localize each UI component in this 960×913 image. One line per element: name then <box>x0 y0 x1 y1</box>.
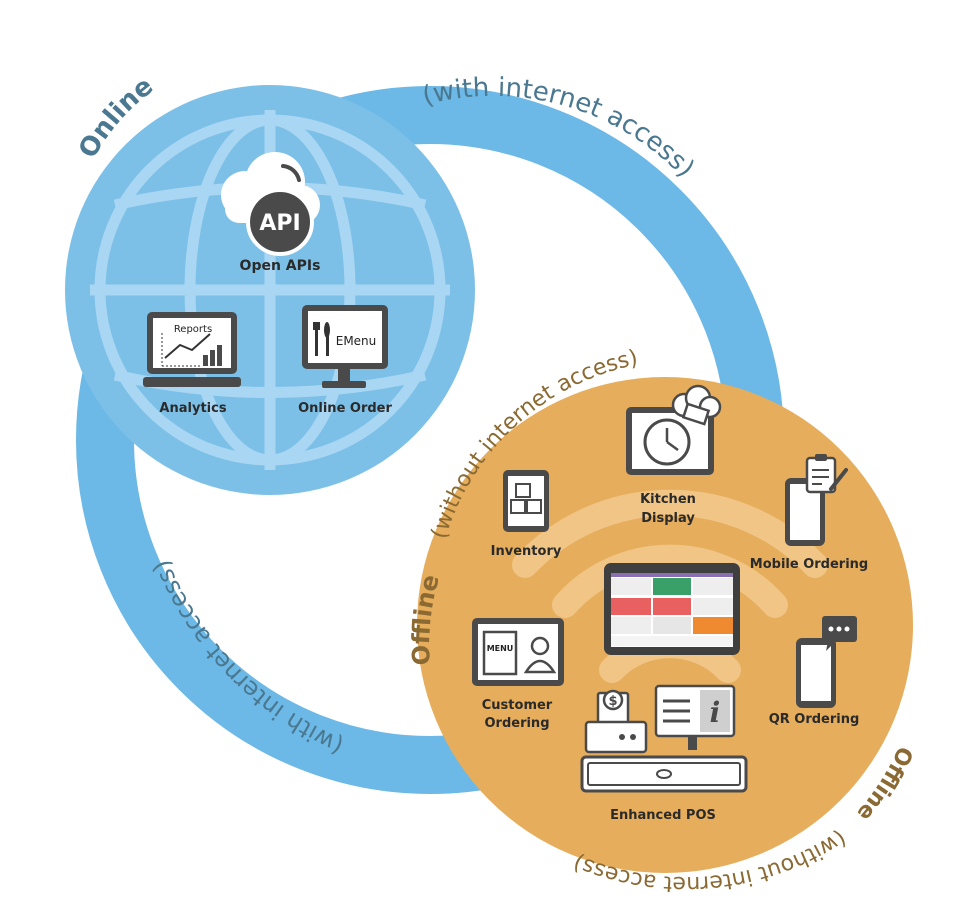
analytics-item[interactable]: Reports Analytics <box>143 312 241 416</box>
analytics-screen-text: Reports <box>174 324 212 335</box>
kitchen-timer-icon <box>626 407 714 475</box>
mobile-ordering-item[interactable]: Mobile Ordering <box>750 454 868 572</box>
inventory-label: Inventory <box>491 544 562 559</box>
laptop-chart-icon <box>143 312 241 387</box>
kitchen-display-item[interactable]: Kitchen Display <box>626 384 722 526</box>
enhanced-pos-label: Enhanced POS <box>610 808 716 823</box>
kitchen-display-label-1: Kitchen <box>640 492 696 507</box>
online-order-item[interactable]: EMenu Online Order <box>298 305 392 416</box>
api-badge-icon <box>246 188 314 256</box>
info-glyph: i <box>710 696 721 729</box>
inventory-item[interactable]: Inventory <box>491 470 562 559</box>
pos-terminal-item[interactable] <box>604 563 740 655</box>
open-apis-item[interactable]: API Open APIs <box>221 152 320 274</box>
qr-ordering-label: QR Ordering <box>769 712 860 727</box>
tablet-boxes-icon <box>503 470 549 532</box>
phone-clipboard-icon <box>785 454 848 546</box>
pos-register-icon <box>580 684 748 793</box>
customer-ordering-item[interactable]: MENU Customer Ordering <box>472 618 564 731</box>
customer-ordering-label-2: Ordering <box>484 716 549 731</box>
monitor-emenu-icon <box>302 305 388 388</box>
mobile-ordering-label: Mobile Ordering <box>750 557 868 572</box>
online-globe <box>65 85 475 495</box>
analytics-label: Analytics <box>159 401 226 416</box>
qr-ordering-item[interactable]: QR Ordering <box>769 616 860 727</box>
online-order-label: Online Order <box>298 401 392 416</box>
kitchen-display-label-2: Display <box>641 511 695 526</box>
enhanced-pos-item[interactable]: $ i Enhanced POS <box>580 684 748 823</box>
pos-tablet-icon <box>604 563 740 655</box>
dollar-glyph: $ <box>608 694 617 709</box>
open-apis-label: Open APIs <box>240 258 321 274</box>
phone-chat-icon <box>796 616 857 708</box>
menu-card-text: MENU <box>487 644 514 653</box>
online-order-screen-text: EMenu <box>336 334 377 348</box>
customer-ordering-label-1: Customer <box>482 698 553 713</box>
tablet-menu-person-icon <box>472 618 564 686</box>
chef-hat-icon <box>671 384 722 426</box>
api-badge-text: API <box>259 211 300 236</box>
